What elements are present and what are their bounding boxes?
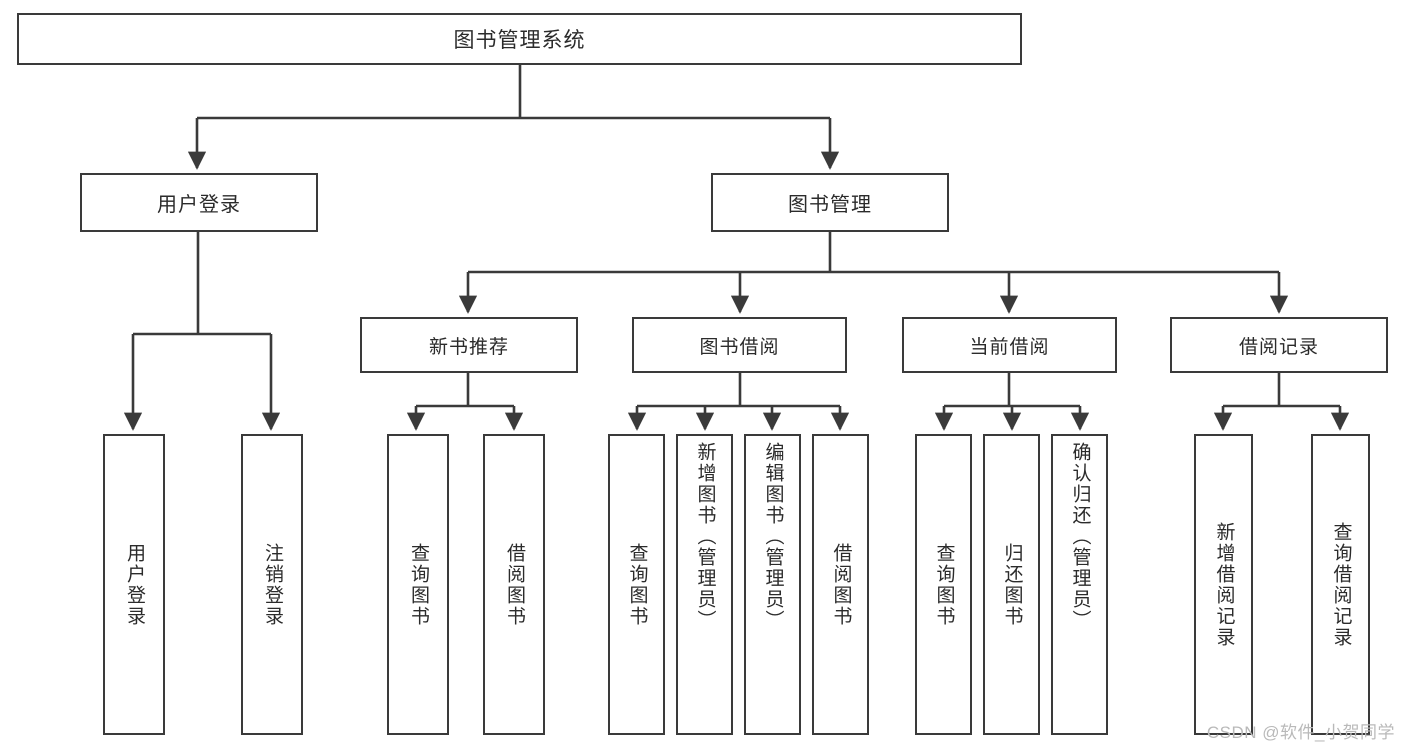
leaf-add-book-admin-label: 新增图书（管理员）: [694, 442, 716, 631]
leaf-user-login[interactable]: 用户登录: [103, 434, 165, 735]
leaf-query-book-current[interactable]: 查询图书: [915, 434, 972, 735]
node-root[interactable]: 图书管理系统: [17, 13, 1022, 65]
leaf-lend-book[interactable]: 借阅图书: [812, 434, 869, 735]
leaf-edit-book-admin[interactable]: 编辑图书（管理员）: [744, 434, 801, 735]
leaf-add-borrow-record-label: 新增借阅记录: [1213, 521, 1235, 648]
node-book-management[interactable]: 图书管理: [711, 173, 949, 232]
leaf-query-book-newbook[interactable]: 查询图书: [387, 434, 449, 735]
leaf-user-login-label: 用户登录: [123, 542, 145, 627]
node-new-book-recommend[interactable]: 新书推荐: [360, 317, 578, 373]
leaf-query-borrow-record[interactable]: 查询借阅记录: [1311, 434, 1370, 735]
leaf-borrow-book-newbook[interactable]: 借阅图书: [483, 434, 545, 735]
watermark-text: CSDN @软件_小贺同学: [1206, 723, 1395, 742]
leaf-return-book-label: 归还图书: [1001, 542, 1023, 627]
leaf-confirm-return-admin-label: 确认归还（管理员）: [1069, 442, 1091, 631]
leaf-confirm-return-admin[interactable]: 确认归还（管理员）: [1051, 434, 1108, 735]
leaf-logout-label: 注销登录: [261, 542, 283, 627]
node-root-label: 图书管理系统: [453, 29, 586, 52]
node-new-book-recommend-label: 新书推荐: [428, 336, 509, 358]
leaf-query-book-borrow[interactable]: 查询图书: [608, 434, 665, 735]
leaf-return-book[interactable]: 归还图书: [983, 434, 1040, 735]
leaf-edit-book-admin-label: 编辑图书（管理员）: [762, 442, 784, 631]
node-current-borrow[interactable]: 当前借阅: [902, 317, 1117, 373]
leaf-add-borrow-record[interactable]: 新增借阅记录: [1194, 434, 1253, 735]
node-current-borrow-label: 当前借阅: [969, 336, 1050, 358]
node-book-borrow[interactable]: 图书借阅: [632, 317, 847, 373]
leaf-add-book-admin[interactable]: 新增图书（管理员）: [676, 434, 733, 735]
node-book-borrow-label: 图书借阅: [699, 336, 780, 358]
leaf-query-book-current-label: 查询图书: [933, 542, 955, 627]
leaf-lend-book-label: 借阅图书: [830, 542, 852, 627]
leaf-query-book-newbook-label: 查询图书: [407, 542, 429, 627]
node-user-login-label: 用户登录: [157, 194, 241, 216]
leaf-query-book-borrow-label: 查询图书: [626, 542, 648, 627]
leaf-logout[interactable]: 注销登录: [241, 434, 303, 735]
node-book-management-label: 图书管理: [788, 194, 872, 216]
leaf-query-borrow-record-label: 查询借阅记录: [1330, 521, 1352, 648]
node-user-login[interactable]: 用户登录: [80, 173, 318, 232]
node-borrow-records[interactable]: 借阅记录: [1170, 317, 1388, 373]
node-borrow-records-label: 借阅记录: [1238, 336, 1319, 358]
leaf-borrow-book-newbook-label: 借阅图书: [503, 542, 525, 627]
